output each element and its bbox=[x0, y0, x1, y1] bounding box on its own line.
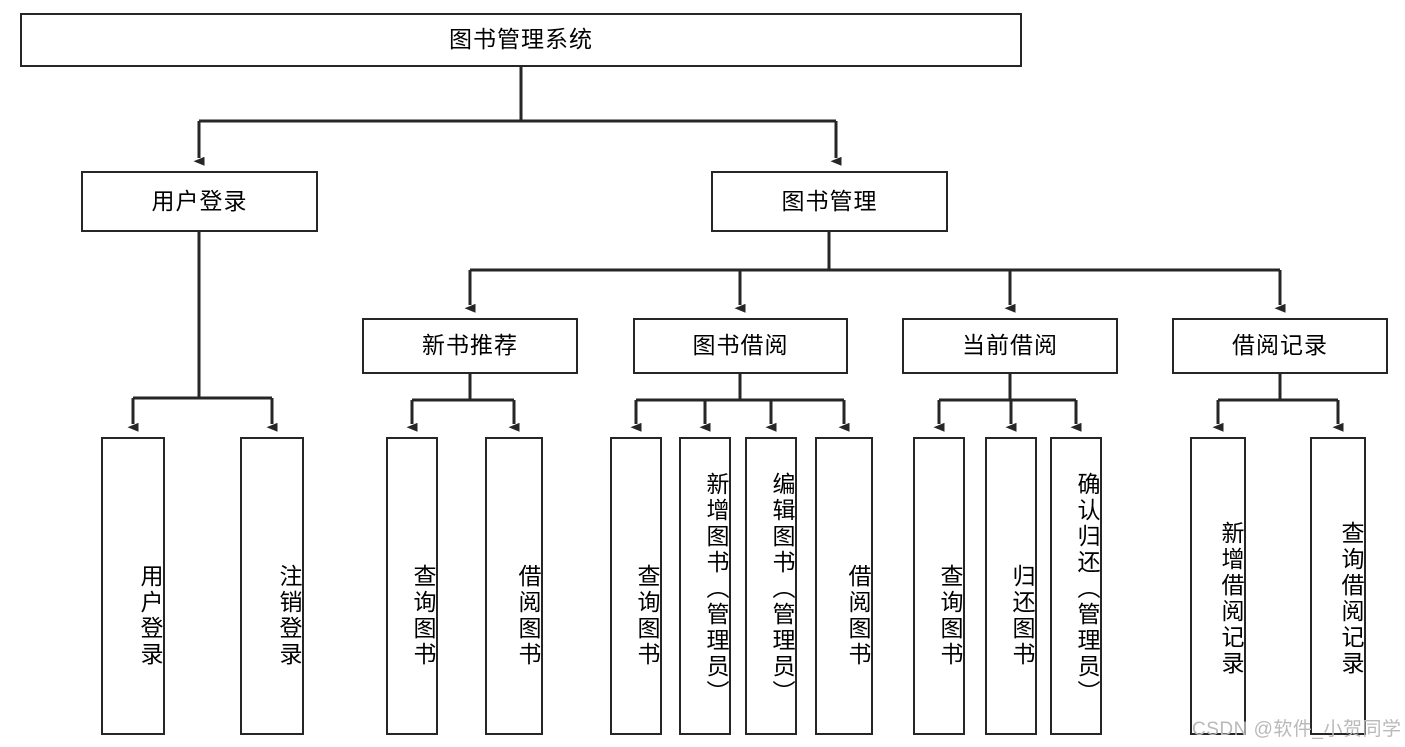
leaf-query-book-current[interactable]: 查询图书 bbox=[913, 437, 965, 735]
leaf-borrow-book-recommend[interactable]: 借阅图书 bbox=[485, 437, 543, 735]
leaf-confirm-return-admin[interactable]: 确认归还（管理员） bbox=[1050, 437, 1102, 735]
node-current-borrow[interactable]: 当前借阅 bbox=[902, 318, 1118, 374]
node-label: 用户登录 bbox=[151, 187, 248, 214]
node-label: 查询图书 bbox=[937, 564, 963, 668]
node-label: 注销登录 bbox=[276, 564, 302, 668]
node-label: 新增借阅记录 bbox=[1218, 521, 1244, 677]
node-book-borrow[interactable]: 图书借阅 bbox=[633, 318, 848, 374]
leaf-borrow-book[interactable]: 借阅图书 bbox=[815, 437, 873, 735]
node-label: 新增图书（管理员） bbox=[703, 472, 729, 706]
leaf-return-book[interactable]: 归还图书 bbox=[985, 437, 1037, 735]
node-label: 当前借阅 bbox=[962, 332, 1058, 359]
leaf-add-book-admin[interactable]: 新增图书（管理员） bbox=[679, 437, 731, 735]
leaf-add-borrow-record[interactable]: 新增借阅记录 bbox=[1190, 437, 1246, 735]
node-label: 借阅记录 bbox=[1232, 332, 1328, 359]
node-label: 借阅图书 bbox=[845, 564, 871, 668]
node-user-login[interactable]: 用户登录 bbox=[81, 171, 318, 232]
leaf-user-login[interactable]: 用户登录 bbox=[101, 437, 165, 735]
node-label: 查询借阅记录 bbox=[1338, 521, 1364, 677]
node-label: 编辑图书（管理员） bbox=[769, 472, 795, 706]
node-new-book-recommend[interactable]: 新书推荐 bbox=[362, 318, 578, 374]
node-label: 借阅图书 bbox=[515, 564, 541, 668]
node-label: 用户登录 bbox=[137, 564, 163, 668]
node-label: 图书管理 bbox=[781, 187, 878, 214]
watermark-text: CSDN @软件_小贺同学 bbox=[1192, 719, 1402, 740]
node-label: 新书推荐 bbox=[422, 332, 518, 359]
leaf-edit-book-admin[interactable]: 编辑图书（管理员） bbox=[745, 437, 797, 735]
leaf-query-book-borrow[interactable]: 查询图书 bbox=[610, 437, 662, 735]
node-label: 查询图书 bbox=[410, 564, 436, 668]
leaf-query-book-recommend[interactable]: 查询图书 bbox=[386, 437, 438, 735]
node-borrow-record[interactable]: 借阅记录 bbox=[1172, 318, 1388, 374]
node-label: 归还图书 bbox=[1009, 564, 1035, 668]
node-book-management[interactable]: 图书管理 bbox=[711, 171, 948, 232]
leaf-user-logout[interactable]: 注销登录 bbox=[240, 437, 304, 735]
node-root[interactable]: 图书管理系统 bbox=[20, 13, 1022, 67]
node-label: 图书管理系统 bbox=[449, 26, 593, 53]
node-label: 查询图书 bbox=[634, 564, 660, 668]
leaf-query-borrow-record[interactable]: 查询借阅记录 bbox=[1310, 437, 1366, 735]
node-label: 确认归还（管理员） bbox=[1074, 472, 1100, 706]
node-label: 图书借阅 bbox=[692, 332, 789, 359]
